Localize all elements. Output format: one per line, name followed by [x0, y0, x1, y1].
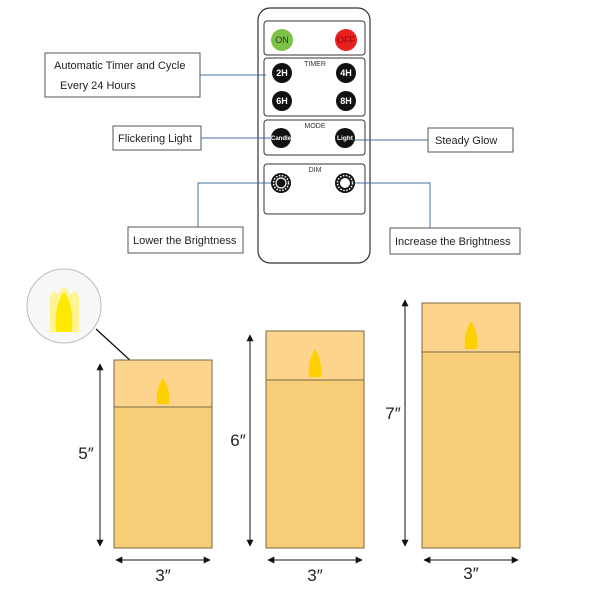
svg-text:Increase the Brightness: Increase the Brightness [395, 236, 511, 248]
sun-filled-icon [340, 178, 350, 188]
flame-magnifier [26, 268, 159, 387]
dim-down-button[interactable] [271, 173, 291, 193]
width-label: 3″ [307, 566, 322, 585]
remote-control: ON OFF TIMER 2H 4H 6H 8H MODE Candle Lig… [257, 7, 371, 264]
callout-increase: Increase the Brightness [355, 182, 521, 255]
svg-text:Flickering Light: Flickering Light [118, 133, 192, 145]
light-mode-button[interactable]: Light [335, 128, 355, 148]
candle-small: 5″ 3″ [78, 359, 213, 585]
svg-text:Automatic Timer and Cycle: Automatic Timer and Cycle [54, 60, 185, 72]
height-label: 5″ [78, 444, 93, 463]
svg-text:Light: Light [337, 135, 354, 142]
on-button[interactable]: ON [271, 29, 293, 51]
candle-large: 7″ 3″ [385, 299, 521, 583]
height-label: 6″ [230, 431, 245, 450]
svg-text:OFF: OFF [337, 35, 355, 45]
svg-text:8H: 8H [340, 96, 352, 106]
callout-flickering: Flickering Light [112, 125, 271, 151]
height-label: 7″ [385, 404, 400, 423]
svg-text:6H: 6H [276, 96, 288, 106]
timer-2h-button[interactable]: 2H [272, 63, 292, 83]
svg-text:Candle: Candle [271, 136, 292, 142]
svg-text:ON: ON [275, 35, 289, 45]
svg-text:4H: 4H [340, 68, 352, 78]
off-button[interactable]: OFF [335, 29, 357, 51]
callout-steady: Steady Glow [355, 127, 514, 153]
dim-section-label: DIM [309, 167, 322, 174]
flame-icon [464, 321, 478, 349]
callout-timer: Automatic Timer and Cycle Every 24 Hours [44, 52, 266, 98]
svg-text:Every 24 Hours: Every 24 Hours [60, 80, 136, 92]
svg-text:Lower the Brightness: Lower the Brightness [133, 235, 237, 247]
timer-section-label: TIMER [304, 61, 326, 68]
svg-text:2H: 2H [276, 68, 288, 78]
flame-icon [308, 349, 322, 377]
timer-6h-button[interactable]: 6H [272, 91, 292, 111]
candle-medium: 6″ 3″ [230, 330, 365, 585]
sun-outline-icon [275, 177, 287, 189]
candle-mode-button[interactable]: Candle [271, 128, 292, 148]
flame-icon [156, 378, 170, 404]
width-label: 3″ [155, 566, 170, 585]
mode-section-label: MODE [305, 123, 326, 130]
svg-text:Steady Glow: Steady Glow [435, 135, 497, 147]
width-label: 3″ [463, 564, 478, 583]
callout-lower: Lower the Brightness [127, 182, 271, 254]
timer-4h-button[interactable]: 4H [336, 63, 356, 83]
timer-8h-button[interactable]: 8H [336, 91, 356, 111]
dim-up-button[interactable] [335, 173, 355, 193]
